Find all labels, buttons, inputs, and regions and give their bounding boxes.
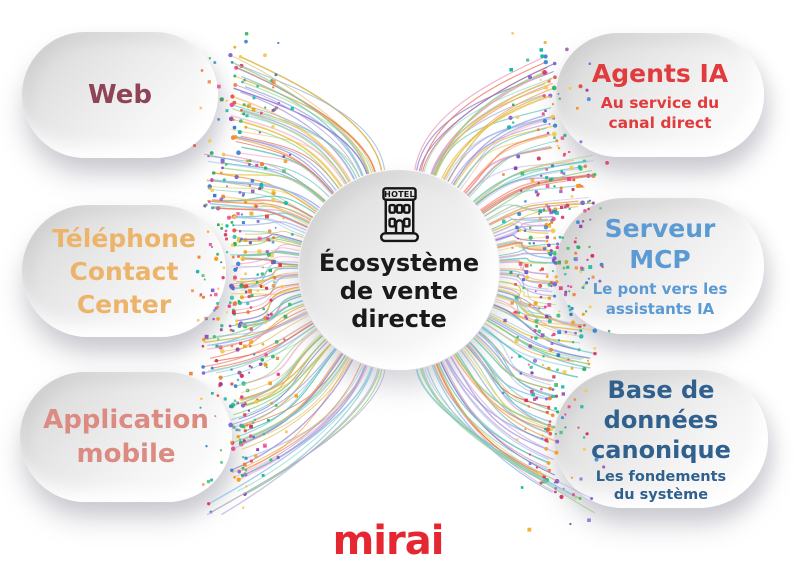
node-application-pill: Application mobile: [20, 372, 232, 502]
node-agents-ia-title-line: Agents IA: [591, 58, 729, 88]
node-serveur-mcp-title: Serveur MCP: [605, 213, 716, 275]
node-agents-ia-subtitle-line: Au service du: [600, 93, 720, 112]
node-web-label: Web: [88, 79, 152, 111]
node-serveur-mcp-subtitle-line: assistants IA: [605, 300, 715, 318]
node-base-donnees-pill: Base de données canonique Les fondements…: [554, 370, 768, 508]
node-base-donnees-title-line: canonique: [591, 435, 731, 464]
ecosystem-title-line: directe: [351, 305, 447, 333]
node-base-donnees-title: Base de données canonique: [591, 375, 731, 465]
node-web-pill: Web: [22, 32, 218, 158]
node-telephone-line: Contact: [69, 256, 179, 286]
node-serveur-mcp-subtitle: Le pont vers les assistants IA: [593, 279, 728, 319]
node-application-label: Application mobile: [43, 403, 209, 471]
node-web-line: Web: [88, 80, 152, 110]
node-base-donnees-subtitle: Les fondements du système: [596, 468, 726, 504]
mirai-logo: mirai: [332, 518, 445, 564]
node-telephone-pill: Téléphone Contact Center: [22, 205, 226, 337]
node-base-donnees-title-line: Base de: [607, 375, 715, 404]
node-agents-ia-pill: Agents IA Au service du canal direct: [556, 33, 764, 157]
node-agents-ia-subtitle: Au service du canal direct: [601, 93, 719, 133]
node-telephone-label: Téléphone Contact Center: [52, 222, 196, 321]
node-telephone-line: Center: [76, 289, 172, 319]
node-telephone-line: Téléphone: [52, 223, 196, 253]
hotel-icon-label: HOTEL: [384, 190, 415, 199]
node-serveur-mcp-title-line: MCP: [629, 245, 691, 274]
ecosystem-title-line: de vente: [339, 277, 459, 305]
ecosystem-title: Écosystème de vente directe: [319, 249, 479, 333]
node-serveur-mcp-title-line: Serveur: [604, 214, 716, 243]
node-application-line: mobile: [76, 439, 176, 469]
node-base-donnees-subtitle-line: du système: [613, 486, 709, 503]
node-agents-ia-subtitle-line: canal direct: [608, 113, 712, 132]
ecosystem-circle: HOTEL Écosystème de vente directe: [299, 170, 499, 370]
node-serveur-mcp-subtitle-line: Le pont vers les: [592, 280, 728, 298]
hotel-icon: HOTEL: [379, 187, 419, 243]
node-application-line: Application: [43, 405, 209, 435]
node-base-donnees-subtitle-line: Les fondements: [595, 468, 727, 485]
node-serveur-mcp-pill: Serveur MCP Le pont vers les assistants …: [556, 198, 764, 334]
node-base-donnees-title-line: données: [603, 405, 719, 434]
node-agents-ia-title: Agents IA: [592, 58, 728, 89]
ecosystem-title-line: Écosystème: [318, 249, 480, 277]
